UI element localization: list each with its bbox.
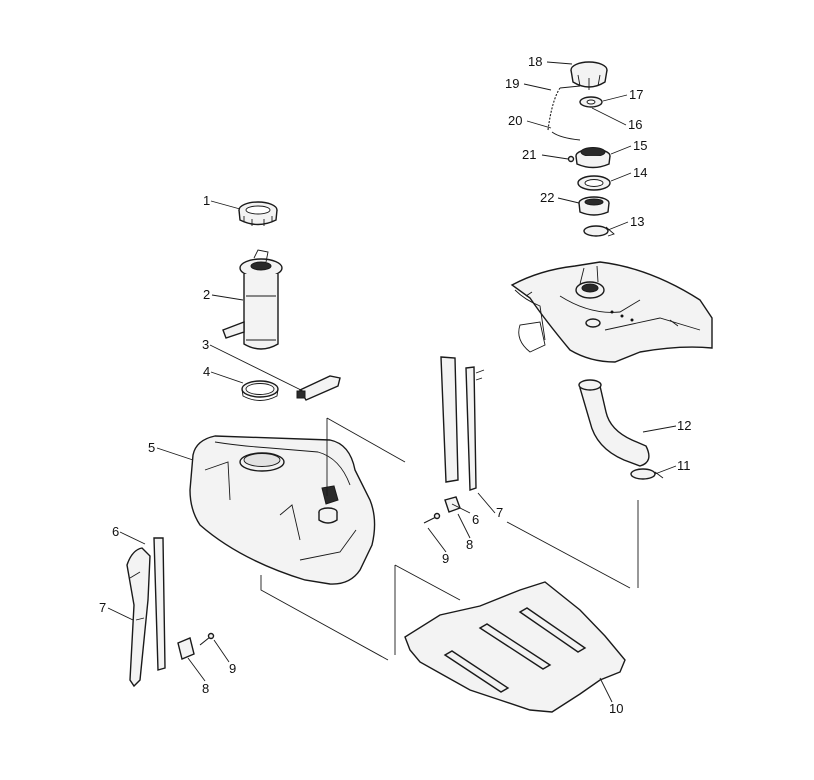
neck-screw [567,155,575,163]
label-11: 11 [677,458,691,473]
upper-hose-clamp [583,225,615,237]
label-2: 2 [203,287,210,302]
left-strap-clip [177,637,195,660]
fuel-sender-arm [296,375,341,401]
label-12: 12 [677,418,691,433]
label-6a: 6 [112,524,119,539]
label-8b: 8 [466,537,473,552]
cap-tether [547,85,581,141]
label-22: 22 [540,190,554,205]
cap-washer [579,96,603,108]
filler-neck [575,147,611,169]
label-14: 14 [633,165,647,180]
alignment-lines [260,417,639,661]
label-7a: 7 [99,600,106,615]
label-19: 19 [505,76,519,91]
label-3: 3 [202,337,209,352]
label-20: 20 [508,113,522,128]
label-13: 13 [630,214,644,229]
label-9a: 9 [229,661,236,676]
fuel-cap [570,61,608,90]
skid-plate [404,581,626,713]
label-4: 4 [203,364,210,379]
fuel-pump-assembly [222,249,283,350]
neck-nut [578,196,610,216]
left-tank-strap [126,537,166,688]
lower-hose-clamp [630,468,664,480]
part-labels: 1 2 3 4 5 6 7 8 9 6 8 9 7 10 11 12 13 14… [99,54,691,716]
fuel-tank [189,435,376,585]
label-6b: 6 [472,512,479,527]
label-8a: 8 [202,681,209,696]
right-strap-screw [423,512,441,524]
label-15: 15 [633,138,647,153]
neck-gasket [577,175,611,191]
right-tank-strap [440,356,485,491]
vehicle-body-section [510,261,713,363]
label-17: 17 [629,87,643,102]
pump-gasket [241,380,279,401]
label-21: 21 [522,147,536,162]
label-18: 18 [528,54,542,69]
pump-lock-ring [238,201,278,226]
leader-lines [107,61,677,703]
label-16: 16 [628,117,642,132]
label-10: 10 [609,701,623,716]
label-1: 1 [203,193,210,208]
filler-hose [578,379,650,467]
label-9b: 9 [442,551,449,566]
label-5: 5 [148,440,155,455]
label-7b: 7 [496,505,503,520]
left-strap-screw [199,632,215,646]
